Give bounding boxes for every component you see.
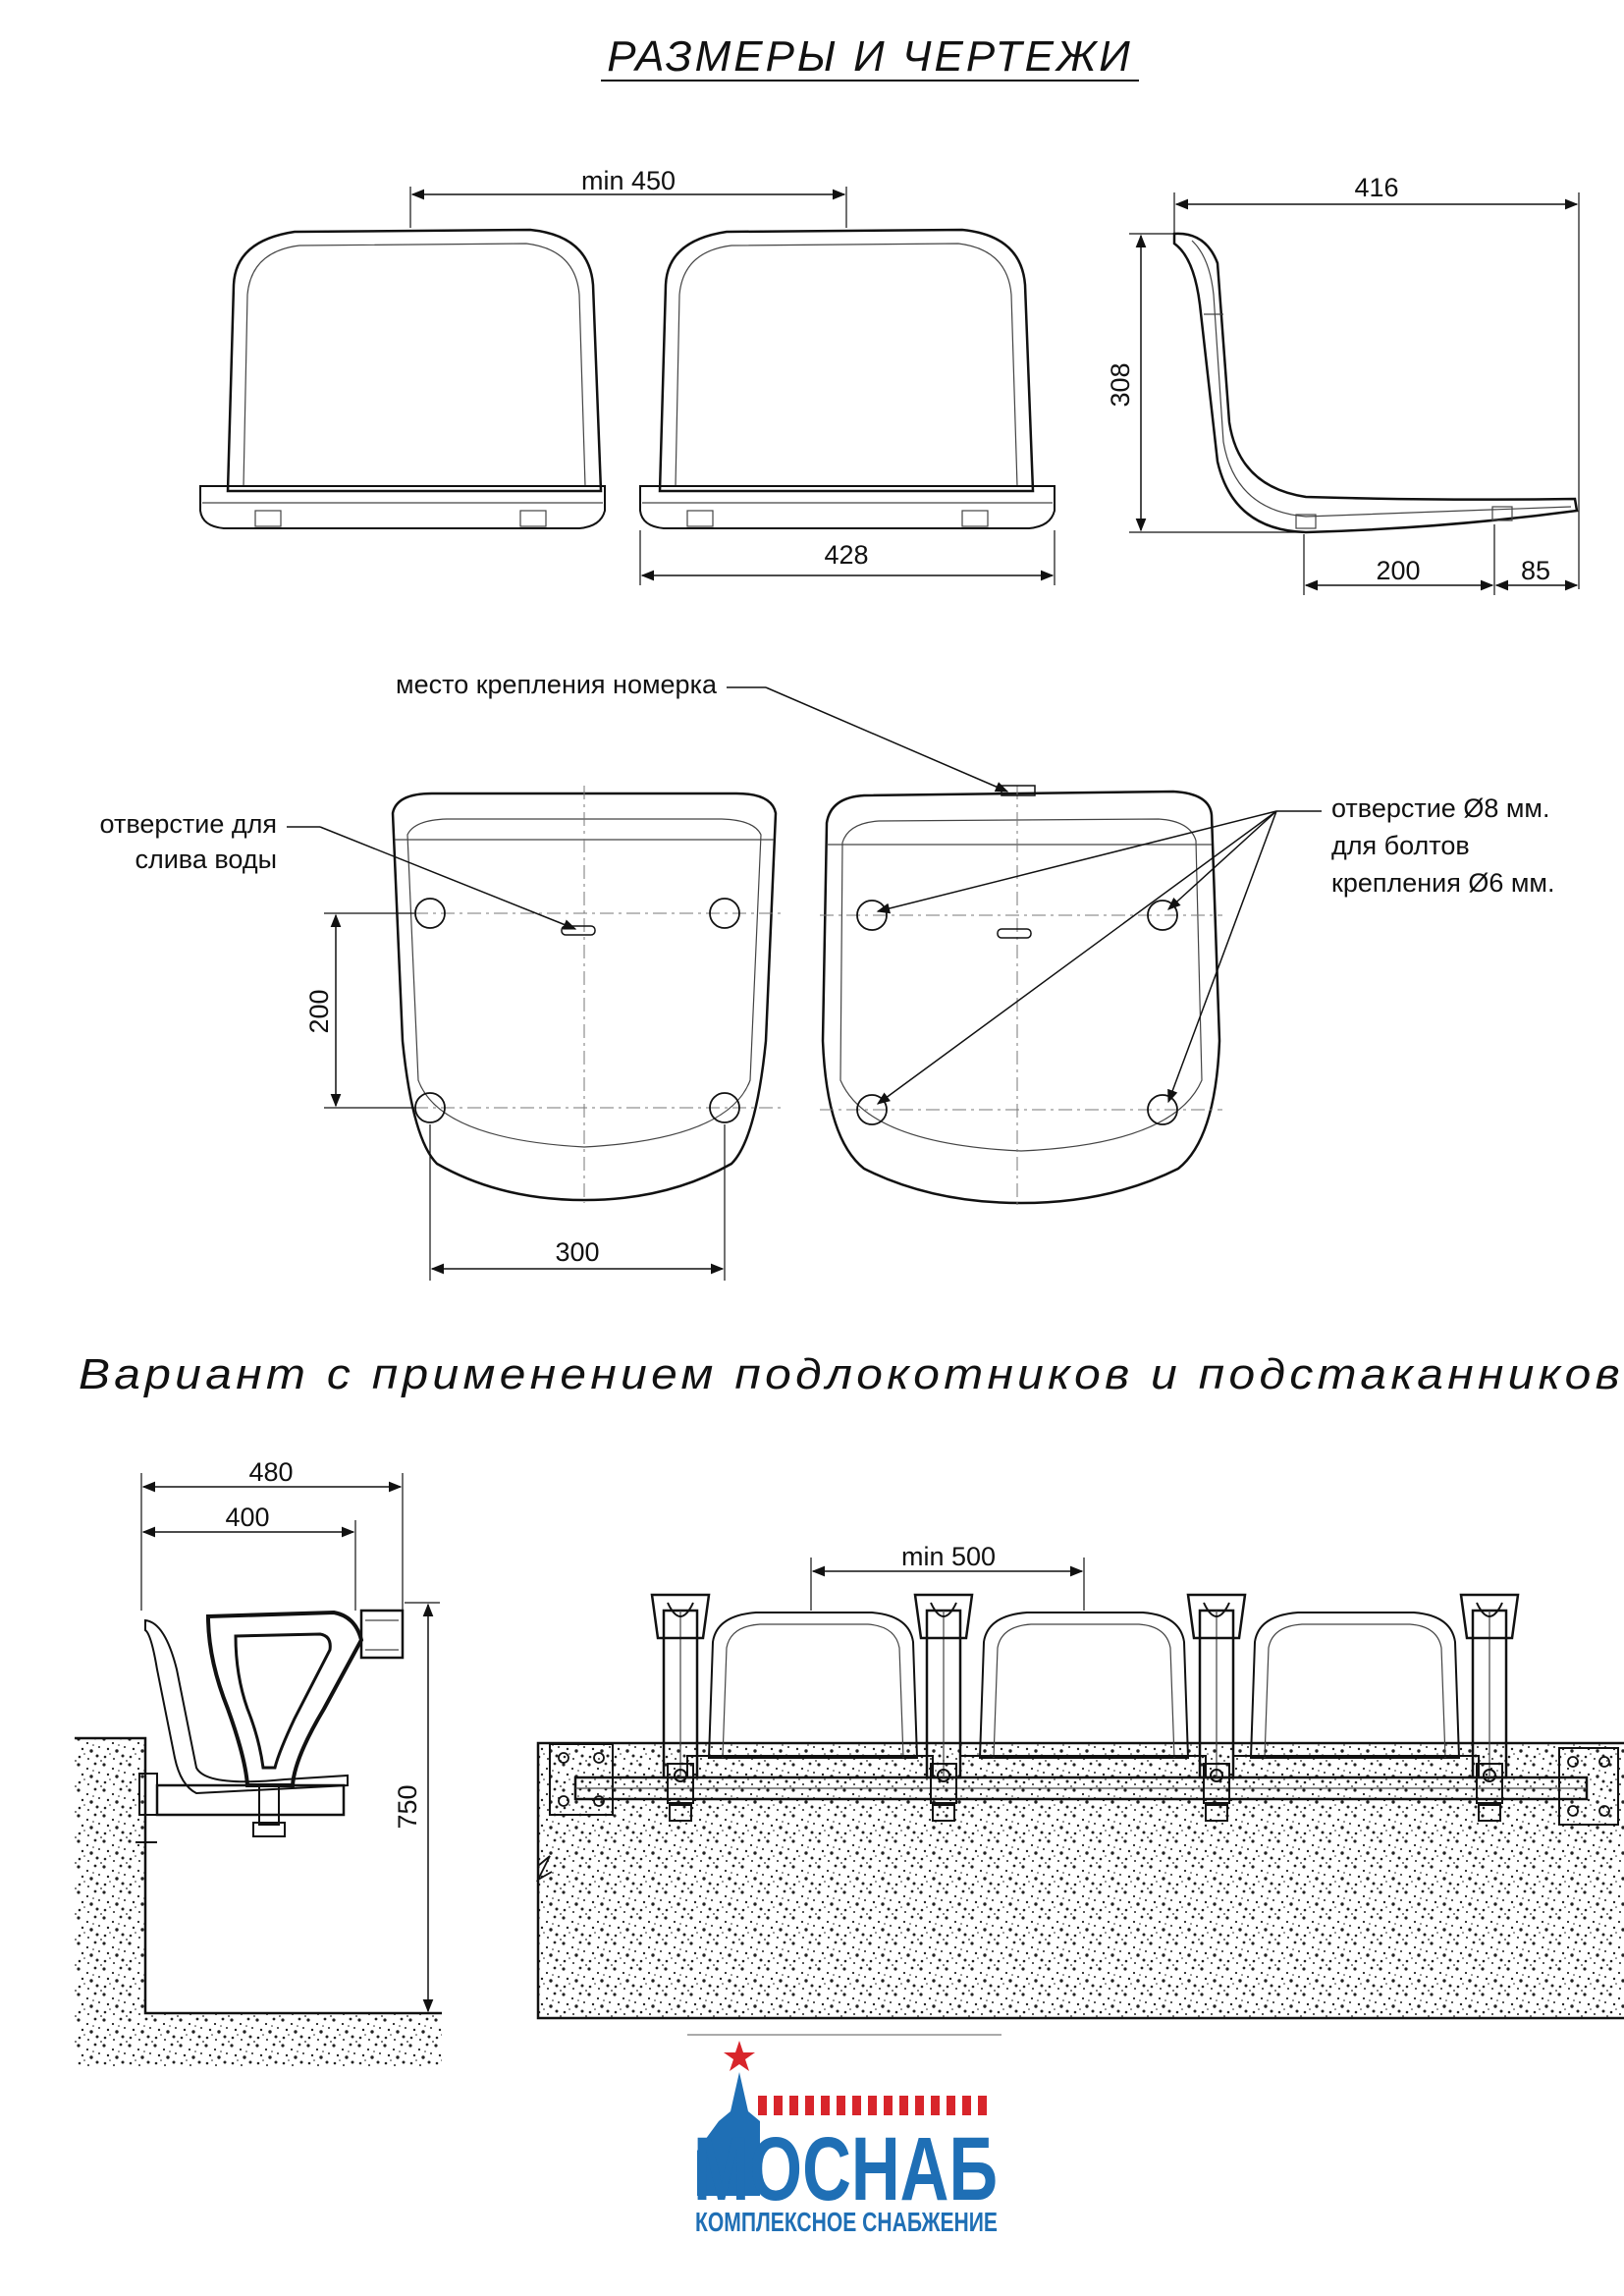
dim-label-armrest-height: 750 (393, 1784, 422, 1829)
label-hole-line2: для болтов (1331, 831, 1470, 860)
seat-bottom-right (820, 785, 1222, 1206)
brand-logo: МОСНАБ КОМПЛЕКСНОЕ СНАБЖЕНИЕ (687, 2034, 1001, 2237)
armrest-post-2 (913, 1593, 974, 1822)
crenellation-row (758, 2096, 987, 2115)
seat-front-view: min 450 428 (199, 166, 1056, 585)
dim-label-hole-horizontal: 300 (555, 1237, 599, 1267)
seat-front-right (639, 228, 1056, 529)
dim-200-85: 200 85 (1303, 524, 1579, 595)
label-hole-line1: отверстие Ø8 мм. (1331, 793, 1549, 823)
callout-drain-hole: отверстие для слива воды (100, 809, 577, 930)
dim-label-depth: 416 (1354, 173, 1398, 202)
label-number-plate: место крепления номерка (396, 670, 718, 699)
dim-428: 428 (639, 530, 1056, 585)
dim-label-outer-width: 480 (248, 1457, 293, 1487)
armrest-post-4 (1459, 1593, 1520, 1822)
dim-750: 750 (393, 1602, 440, 2013)
dim-label-mount: 200 (1376, 556, 1420, 585)
dim-label-row-spacing: min 500 (901, 1542, 996, 1571)
label-hole-line3: крепления Ø6 мм. (1331, 868, 1555, 898)
page-title: РАЗМЕРЫ И ЧЕРТЕЖИ (607, 32, 1133, 81)
star-icon (724, 2041, 755, 2071)
seat-bottom-left (388, 786, 781, 1203)
row-seat-1 (686, 1612, 934, 1778)
armrest-side-view: 480 400 750 (75, 1457, 442, 2066)
logo-tagline: КОМПЛЕКСНОЕ СНАБЖЕНИЕ (695, 2207, 998, 2237)
armrest-post-3 (1186, 1593, 1247, 1822)
seat-row-view: min 500 (535, 1542, 1624, 2020)
dim-min-500: min 500 (810, 1542, 1085, 1611)
dim-label-hole-vertical: 200 (304, 989, 334, 1033)
dim-label-height: 308 (1106, 362, 1135, 407)
dim-label-offset: 85 (1521, 556, 1550, 585)
dim-480: 480 (140, 1457, 404, 1611)
variant-heading: Вариант с применением подлокотников и по… (79, 1350, 1624, 1398)
dim-label-min-spacing: min 450 (581, 166, 676, 195)
armrest-post-1 (650, 1593, 711, 1822)
dim-label-seat-width: 428 (824, 540, 868, 570)
dim-hole-vertical: 200 (304, 912, 414, 1109)
dim-416: 416 (1173, 173, 1580, 589)
dim-min-450: min 450 (409, 166, 847, 228)
logo-brand: МОСНАБ (693, 2119, 998, 2219)
dim-label-inner-width: 400 (225, 1503, 269, 1532)
callout-mounting-holes: отверстие Ø8 мм. для болтов крепления Ø6… (876, 793, 1555, 1105)
dim-hole-horizontal: 300 (429, 1124, 726, 1281)
label-drain-line2: слива воды (135, 845, 277, 874)
dim-308: 308 (1106, 233, 1306, 533)
dim-400: 400 (141, 1503, 356, 1611)
seat-front-left (199, 228, 606, 529)
callout-number-plate: место крепления номерка (396, 670, 1009, 793)
seat-side-view: 416 308 200 85 (1106, 173, 1580, 595)
tower-icon (697, 2072, 760, 2196)
label-drain-line1: отверстие для (100, 809, 277, 839)
title-block: РАЗМЕРЫ И ЧЕРТЕЖИ (601, 32, 1139, 82)
seat-bottom-view: место крепления номерка отверстие для сл… (100, 670, 1555, 1281)
